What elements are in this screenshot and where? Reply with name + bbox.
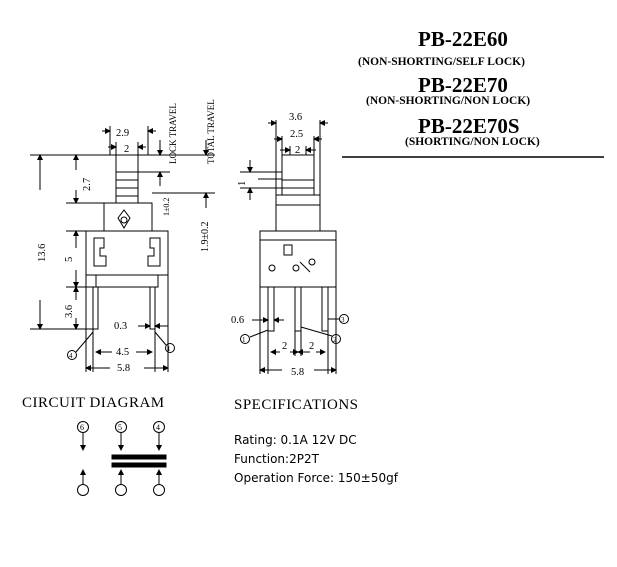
side-pin-2 [294,286,302,332]
spec-rating: Rating: 0.1A 12V DC [234,433,357,447]
side-pin-3 [321,286,329,332]
dim-front-pitch: 4.5 [116,347,129,358]
pin-4-label: 4 [69,352,73,360]
pin-left [92,286,99,330]
pin-right [149,286,156,330]
lock-travel-value: 1±0.2 [162,198,171,216]
model-type-2: (NON-SHORTING/NON LOCK) [366,95,531,107]
terminal-5 [115,421,127,433]
dim-side-pitch-b: 2 [309,341,314,352]
terminal-4 [153,421,165,433]
side-view [240,120,349,374]
terminal-2 [115,484,127,496]
contact-bar-bottom [111,462,167,468]
spec-function: Function:2P2T [234,452,319,466]
upper-housing [103,202,153,232]
dim-side-pin-t: 0.6 [231,315,244,326]
dim-front-w-cap: 2 [124,144,129,155]
contact-bar-top [111,454,167,460]
pin-4-callout [67,350,77,360]
dim-side-w-cap: 2 [295,145,300,156]
terminal-3 [77,484,89,496]
model-name-3: PB-22E70S [418,114,520,138]
side-pin-1-label: 1 [242,336,246,344]
dim-side-body-w: 5.8 [291,367,304,378]
spec-operation-force: Operation Force: 150±50gf [234,471,398,485]
model-name-1: PB-22E60 [418,27,508,51]
pin-1-label: 1 [167,345,171,353]
dim-front-cap-h: 2.7 [82,178,93,191]
total-travel-label: TOTAL TRAVEL [206,99,216,164]
model-type-3: (SHORTING/NON LOCK) [405,136,540,148]
pin-1-callout [165,343,175,353]
side-pin-1 [267,286,275,332]
side-body [259,230,337,288]
side-plunger [281,154,315,196]
dim-side-w-mid: 2.5 [290,129,303,140]
terminal-4-label: 4 [156,423,160,432]
side-pin-2-label: 2 [333,336,337,344]
terminal-1 [153,484,165,496]
lock-travel-label: LOCK TRAVEL [168,103,178,164]
dim-front-body-w: 5.8 [117,363,130,374]
terminal-6 [77,421,89,433]
dim-side-w-top: 3.6 [289,112,302,123]
circuit-diagram-title: CIRCUIT DIAGRAM [22,395,165,411]
dim-front-body-h: 5 [64,257,75,262]
dim-front-w-top: 2.9 [116,128,129,139]
model-type-1: (NON-SHORTING/SELF LOCK) [358,56,525,68]
model-name-2: PB-22E70 [418,73,508,97]
dim-side-w-small: 1 [237,181,248,186]
terminal-5-label: 5 [118,423,122,432]
front-view [30,126,215,372]
circuit-diagram [77,421,167,496]
terminal-6-label: 6 [80,423,84,432]
dim-front-pin-h: 3.6 [64,305,75,318]
side-pin-3-label: 3 [341,316,345,324]
specifications-title: SPECIFICATIONS [234,397,359,413]
dim-front-pin-w: 0.3 [114,321,127,332]
dim-front-total-h: 13.6 [37,244,48,262]
total-travel-value: 1.9±0.2 [200,222,211,253]
dim-side-pitch-a: 2 [282,341,287,352]
